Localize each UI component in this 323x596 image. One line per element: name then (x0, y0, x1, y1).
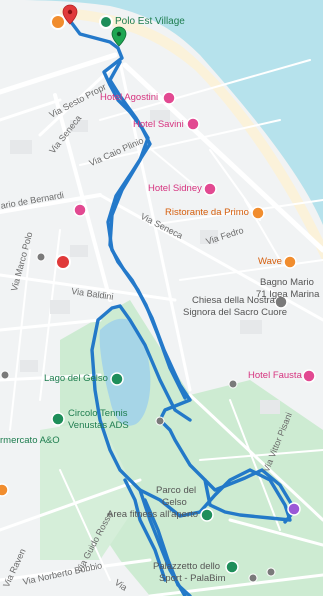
label-chiesa-1[interactable]: Chiesa della Nostra (192, 295, 275, 306)
label-circolo-2[interactable]: Venustas ADS (68, 420, 129, 431)
green-pin-icon (111, 26, 127, 47)
transit-pin-6[interactable] (266, 567, 276, 577)
label-circolo-1[interactable]: Circolo Tennis (68, 408, 128, 419)
hotel-pin-sidney[interactable] (203, 182, 217, 196)
label-chiesa-2[interactable]: Signora del Sacro Cuore (183, 307, 288, 318)
label-hotel-sidney[interactable]: Hotel Sidney (148, 183, 202, 194)
park-area-south (40, 420, 140, 560)
land-corner (0, 12, 60, 22)
place-pin-palazzetto[interactable] (225, 560, 239, 574)
label-parco-2[interactable]: Gelso (162, 497, 187, 508)
building-blocks (10, 110, 280, 414)
hotel-pin-savini[interactable] (186, 117, 200, 131)
road-network (0, 52, 323, 596)
start-marker[interactable] (62, 4, 78, 25)
label-palazzetto-2[interactable]: Sport - PalaBim (159, 573, 226, 584)
lake-area (99, 318, 151, 426)
label-wave[interactable]: Wave (258, 256, 282, 267)
hotel-pin-agostini[interactable] (162, 91, 176, 105)
hotel-pin-bernardi[interactable] (73, 203, 87, 217)
restaurant-pin-top[interactable] (50, 14, 66, 30)
label-lago[interactable]: Lago del Gelso (44, 373, 108, 384)
place-pin-orange-left[interactable] (0, 483, 9, 497)
place-pin-circolo[interactable] (51, 412, 65, 426)
transit-pin-5[interactable] (248, 573, 258, 583)
hotel-pin-fausta[interactable] (302, 369, 316, 383)
transit-pin-1[interactable] (36, 252, 46, 262)
label-parco-1[interactable]: Parco del (156, 485, 197, 496)
label-hotel-savini[interactable]: Hotel Savini (133, 119, 184, 130)
label-supermercato[interactable]: rmercato A&O (0, 435, 60, 446)
map-pins (0, 14, 316, 583)
label-palazzetto-1[interactable]: Palazzetto dello (153, 561, 221, 572)
label-hotel-agostini[interactable]: Hotel Agostini (100, 92, 159, 103)
red-pin-icon (62, 4, 78, 25)
end-marker[interactable] (111, 26, 127, 47)
beach-strip (60, 8, 323, 262)
label-ristorante[interactable]: Ristorante da Primo (165, 207, 249, 218)
place-pin-red[interactable] (55, 254, 71, 270)
label-area-fitness[interactable]: Area fitness all'aperto (107, 509, 199, 520)
label-bagno-mario-1[interactable]: Bagno Mario (260, 277, 314, 288)
transit-pin-3[interactable] (0, 370, 10, 380)
place-pin-polo-est[interactable] (99, 15, 113, 29)
restaurant-pin-primo[interactable] (251, 206, 265, 220)
sea-area (0, 0, 323, 225)
transit-pin-2[interactable] (228, 379, 238, 389)
label-bagno-mario-2[interactable]: 71 Igea Marina (256, 289, 320, 300)
place-pin-lago[interactable] (110, 372, 124, 386)
label-polo-est[interactable]: Polo Est Village (115, 16, 185, 27)
church-pin[interactable] (274, 295, 288, 309)
place-pin-purple[interactable] (287, 502, 301, 516)
place-pin-area-fitness[interactable] (200, 508, 214, 522)
label-hotel-fausta[interactable]: Hotel Fausta (248, 370, 302, 381)
restaurant-pin-wave[interactable] (283, 255, 297, 269)
transit-pin-4[interactable] (155, 416, 165, 426)
